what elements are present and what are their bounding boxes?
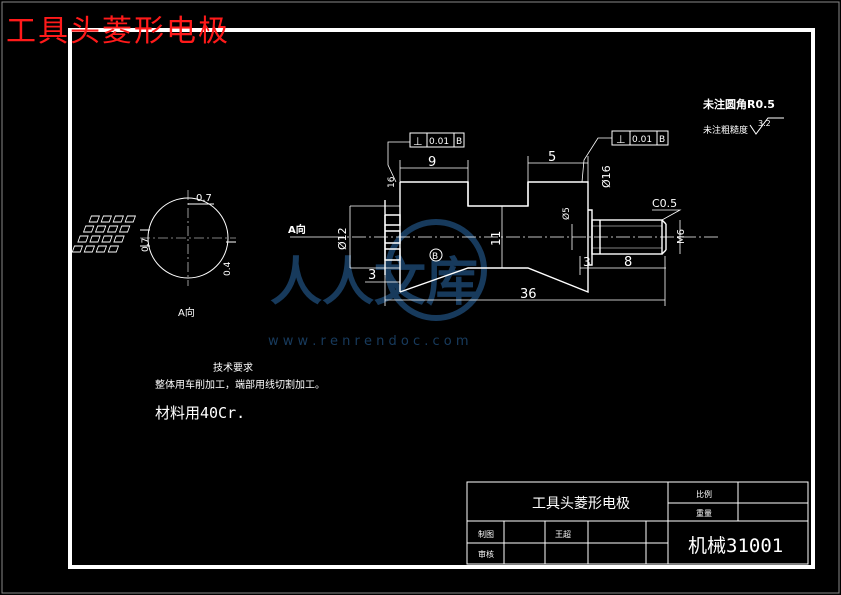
tol-right-datum: B [659, 135, 665, 145]
tolerance-frame-left: ⊥ 0.01 B [409, 132, 465, 148]
dim-36: 36 [520, 287, 537, 302]
watermark-logo-icon [385, 219, 487, 321]
dim-12: Ø12 [336, 227, 349, 250]
roughness-symbol-icon [749, 117, 784, 135]
dim-3b: 3 [583, 255, 591, 269]
dim-9: 9 [428, 155, 436, 170]
main-part-view [330, 181, 720, 294]
dim-16b: Ø16 [600, 165, 613, 188]
end-view-dim-07b: 0.7 [141, 238, 151, 252]
a-view-side-label: A向 [288, 223, 306, 236]
end-view-dim-04: 0.4 [223, 261, 233, 276]
datum-label: B [432, 252, 438, 262]
dim-5: 5 [548, 150, 556, 165]
title-drawn-label: 制图 [478, 529, 494, 539]
title-drawn-by: 王超 [555, 529, 571, 539]
dim-5b: Ø5 [561, 207, 572, 220]
overlay-title: 工具头菱形电极 [6, 14, 230, 49]
tol-left-symbol: ⊥ [413, 135, 423, 148]
dim-8: 8 [624, 255, 632, 270]
tech-title: 技术要求 [213, 361, 253, 374]
title-drawing-number: 机械31001 [688, 535, 783, 557]
dimension-lines [290, 137, 682, 306]
dim-16a: 16 [387, 176, 397, 188]
title-part-name: 工具头菱形电极 [532, 496, 630, 512]
title-checked-label: 审核 [478, 549, 494, 559]
end-view-dim-07a: 0.7 [196, 193, 212, 204]
roughness-value: 3.2 [758, 119, 771, 128]
dim-11: 11 [489, 231, 503, 246]
roughness-note: 未注粗糙度 [703, 124, 748, 136]
watermark-brand: 人人文库 [270, 252, 478, 313]
tol-right-symbol: ⊥ [616, 133, 626, 146]
tol-right-value: 0.01 [632, 135, 652, 145]
datum-marker-icon [429, 248, 443, 262]
drawing-frame [68, 28, 815, 569]
title-block [466, 481, 809, 565]
tol-left-datum: B [456, 137, 462, 147]
watermark: 人人文库 w w w . r e n r e n d o c . c o m [268, 219, 487, 349]
tech-body: 整体用车削加工，端部用线切割加工。 [155, 378, 325, 391]
dim-c05: C0.5 [652, 197, 677, 210]
title-weight-label: 重量 [696, 508, 712, 518]
title-scale-label: 比例 [696, 489, 712, 499]
dim-m6: M6 [676, 229, 687, 244]
fillet-note: 未注圆角R0.5 [702, 97, 775, 111]
watermark-url: w w w . r e n r e n d o c . c o m [268, 334, 469, 349]
end-view [71, 190, 236, 286]
tolerance-frame-right: ⊥ 0.01 B [611, 130, 669, 146]
a-view-bottom-label: A向 [178, 306, 195, 319]
dim-3a: 3 [368, 268, 376, 283]
material-note: 材料用40Cr. [155, 404, 245, 422]
tol-left-value: 0.01 [429, 137, 449, 147]
